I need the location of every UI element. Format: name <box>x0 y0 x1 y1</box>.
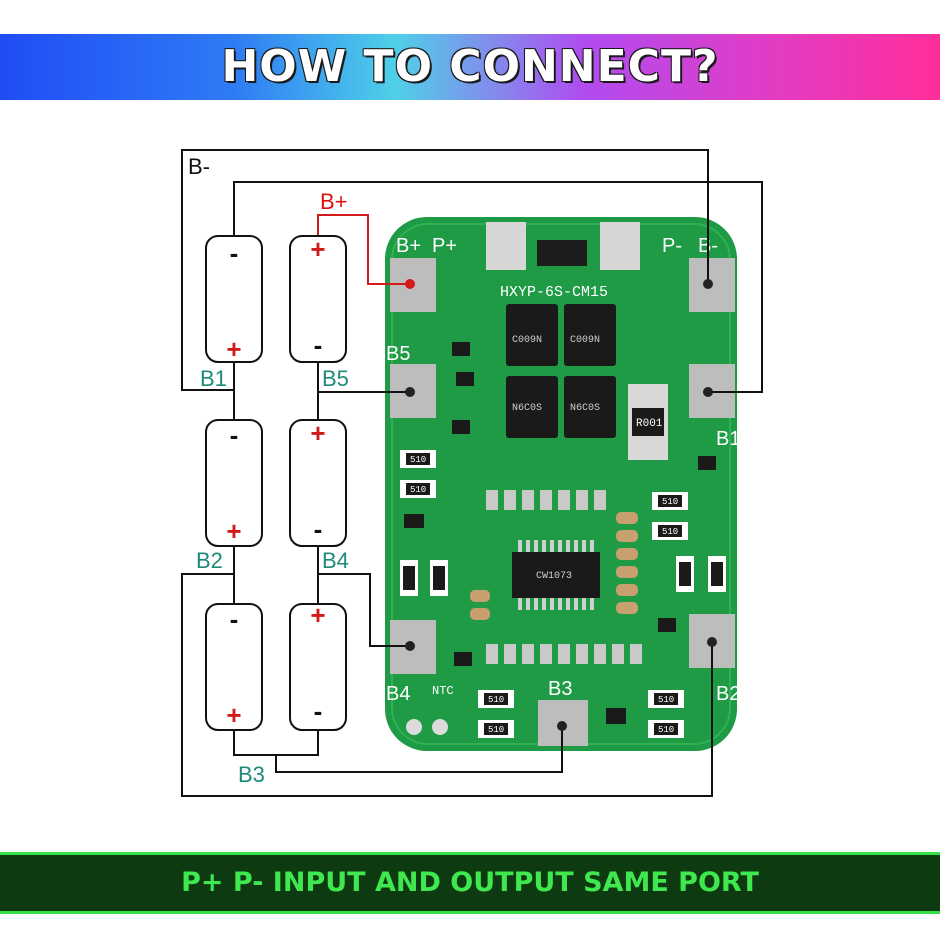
mosfet-3 <box>506 376 558 438</box>
p-minus-pad <box>600 222 640 270</box>
cell-1 <box>205 235 263 363</box>
silk-p-minus: P- <box>662 235 682 257</box>
silk-b5: B5 <box>386 343 410 365</box>
mosfet-4 <box>564 376 616 438</box>
cell-5-minus: - <box>314 514 323 544</box>
mosfet-4-code: N6C0S <box>570 403 600 414</box>
cell-6 <box>289 235 347 363</box>
silk-b1: B1 <box>716 428 740 450</box>
cell-4-plus: + <box>310 600 325 630</box>
mosfet-2-code: C009N <box>570 335 600 346</box>
label-b4: B4 <box>322 548 349 573</box>
label-b-minus: B- <box>188 154 210 179</box>
label-b3: B3 <box>238 762 265 787</box>
cell-4-minus: - <box>314 696 323 726</box>
label-b5: B5 <box>322 366 349 391</box>
wire-b-plus <box>317 214 408 285</box>
resistor-code-6: 510 <box>488 725 504 735</box>
silk-b2: B2 <box>716 683 740 705</box>
cell-3 <box>205 603 263 731</box>
wire-b1 <box>233 181 763 393</box>
header-banner: HOW TO CONNECT? <box>0 34 940 100</box>
footer-caption: P+ P- INPUT AND OUTPUT SAME PORT <box>181 867 759 898</box>
wire-b3 <box>275 726 563 773</box>
mosfet-2 <box>564 304 616 366</box>
wire-b2 <box>181 573 713 797</box>
mosfet-1 <box>506 304 558 366</box>
wire-b3-link <box>233 730 319 756</box>
protection-ic <box>512 552 600 598</box>
cell-2-plus: + <box>226 516 241 546</box>
label-b2: B2 <box>196 548 223 573</box>
board-model: HXYP-6S-CM15 <box>500 284 608 301</box>
wire-b4 <box>318 573 412 647</box>
cell-2 <box>205 419 263 547</box>
silk-p-plus: P+ <box>432 235 457 257</box>
silk-b4: B4 <box>386 683 410 705</box>
cell-6-minus: - <box>314 330 323 360</box>
silk-b3: B3 <box>548 678 572 700</box>
shunt-code: R001 <box>636 418 663 430</box>
top-mosfet <box>537 240 587 266</box>
cell-5 <box>289 419 347 547</box>
label-b1: B1 <box>200 366 227 391</box>
cell-1-plus: + <box>226 334 241 364</box>
page-title: HOW TO CONNECT? <box>221 41 719 92</box>
mosfet-1-code: C009N <box>512 335 542 346</box>
cell-3-minus: - <box>230 604 239 634</box>
ntc-hole-2 <box>432 719 448 735</box>
resistor-code-1: 510 <box>410 455 426 465</box>
ntc-hole-1 <box>406 719 422 735</box>
resistor-code-8: 510 <box>658 725 674 735</box>
resistor-code-4: 510 <box>662 527 678 537</box>
cell-4 <box>289 603 347 731</box>
p-plus-pad <box>486 222 526 270</box>
cell-5-plus: + <box>310 418 325 448</box>
footer-banner: P+ P- INPUT AND OUTPUT SAME PORT <box>0 852 940 914</box>
label-b-plus: B+ <box>320 189 348 214</box>
silk-b-plus: B+ <box>396 235 421 257</box>
silk-ntc: NTC <box>432 684 454 698</box>
cell-6-plus: + <box>310 234 325 264</box>
cell-3-plus: + <box>226 700 241 730</box>
cell-2-minus: - <box>230 420 239 450</box>
mosfet-3-code: N6C0S <box>512 403 542 414</box>
resistor-code-7: 510 <box>658 695 674 705</box>
cell-1-minus: - <box>230 238 239 268</box>
resistor-code-3: 510 <box>662 497 678 507</box>
resistor-code-5: 510 <box>488 695 504 705</box>
resistor-code-2: 510 <box>410 485 426 495</box>
ic-code: CW1073 <box>536 571 572 582</box>
